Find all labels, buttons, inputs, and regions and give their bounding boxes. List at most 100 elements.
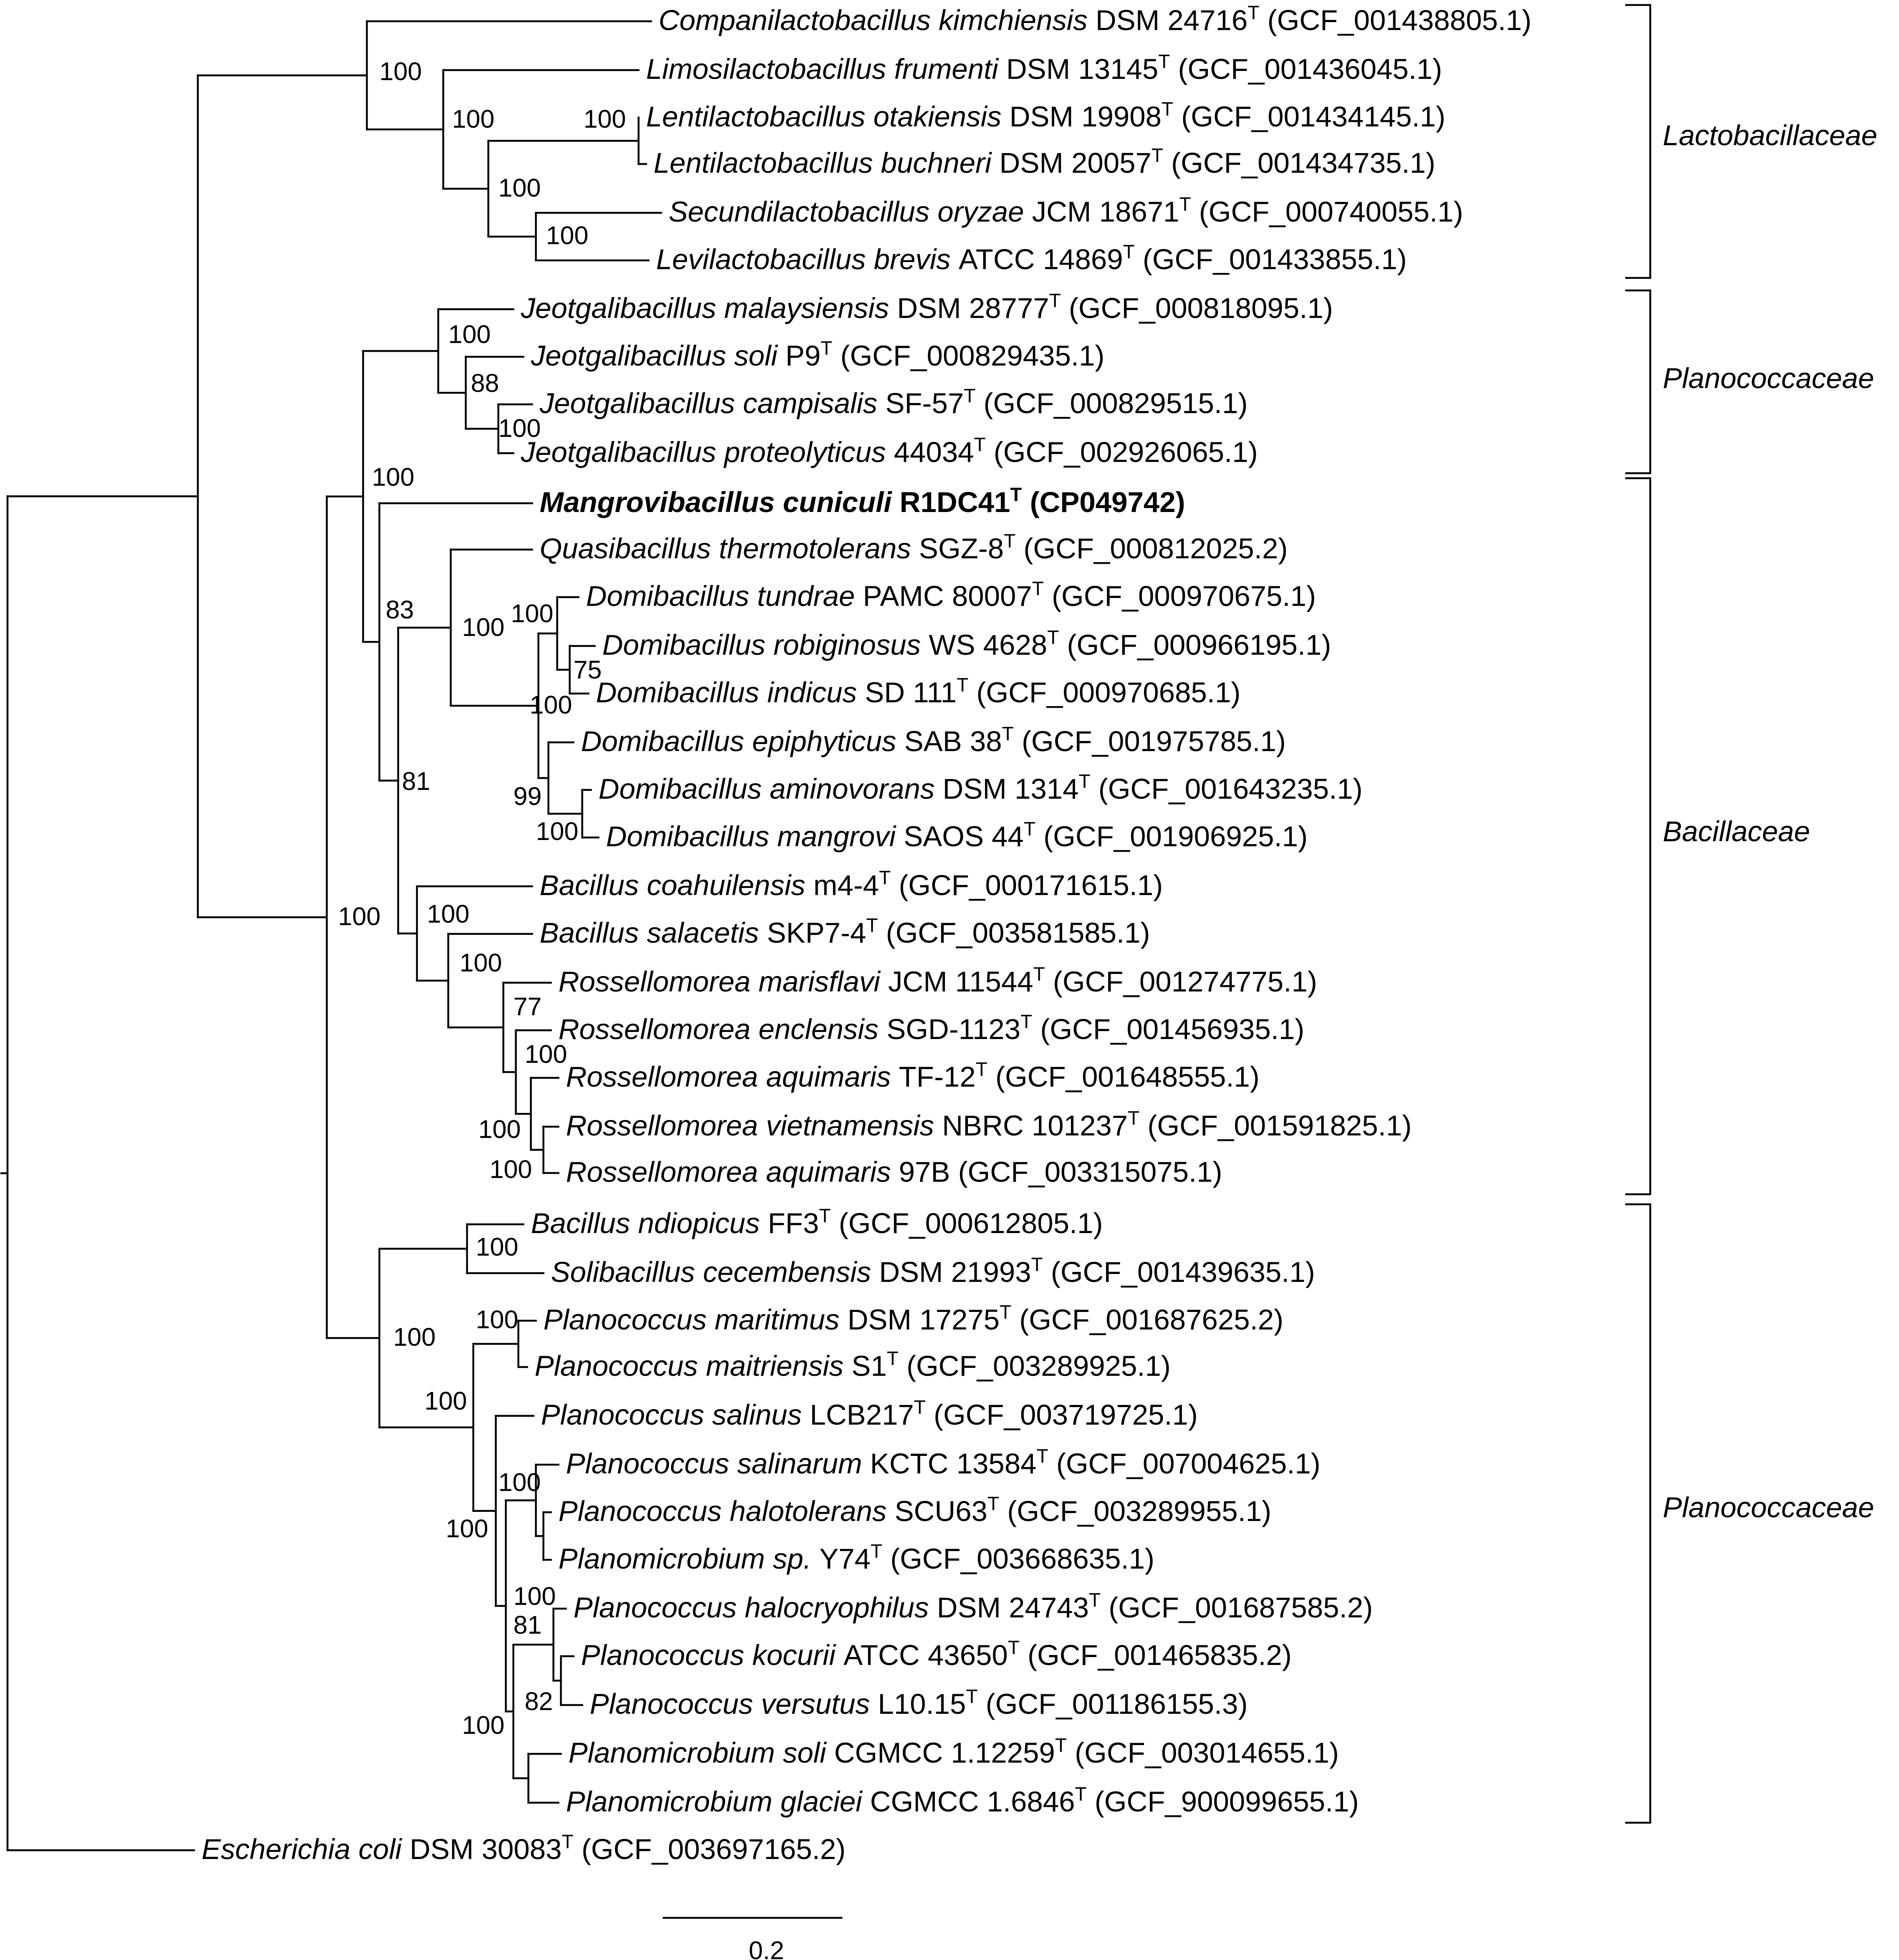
type-strain-mark: T — [1024, 818, 1035, 840]
family-label: Planococcaceae — [1663, 1491, 1874, 1524]
bootstrap-value: 81 — [402, 767, 430, 795]
strain-name: PAMC 80007 — [855, 580, 1032, 612]
taxon-label-jsoli: Jeotgalibacillus soli P9T (GCF_000829435… — [530, 337, 1104, 372]
taxon-label-halotol: Planococcus halotolerans SCU63T (GCF_003… — [558, 1493, 1271, 1527]
bootstrap-value: 100 — [393, 1323, 436, 1351]
bootstrap-value: 99 — [513, 782, 542, 810]
bootstrap-value: 100 — [498, 414, 541, 442]
type-strain-mark: T — [1152, 144, 1163, 166]
strain-name: SCU63 — [886, 1495, 987, 1527]
strain-name: 97B — [891, 1156, 950, 1188]
type-strain-mark: T — [1179, 193, 1191, 215]
type-strain-mark: T — [987, 1493, 999, 1514]
species-name: Rossellomorea vietnamensis — [566, 1110, 934, 1142]
accession: (GCF_000812025.2) — [1015, 532, 1288, 565]
strain-name: LCB217 — [802, 1399, 914, 1431]
taxon-label-y74: Planomicrobium sp. Y74T (GCF_003668635.1… — [558, 1540, 1154, 1575]
accession: (GCF_001456935.1) — [1032, 1013, 1304, 1045]
accession: (GCF_001643235.1) — [1091, 773, 1363, 805]
type-strain-mark: T — [1008, 1637, 1020, 1658]
family-bracket — [1625, 477, 1652, 1196]
accession: (GCF_001465835.2) — [1020, 1639, 1292, 1671]
taxon-label-otakiensis: Lentilactobacillus otakiensis DSM 19908T… — [646, 98, 1445, 133]
family-label: Bacillaceae — [1663, 815, 1810, 848]
accession: (GCF_003719725.1) — [926, 1399, 1198, 1431]
bootstrap-value: 82 — [525, 1687, 553, 1715]
bootstrap-value: 81 — [513, 1611, 542, 1639]
taxon-label-maitri: Planococcus maitriensis S1T (GCF_0032899… — [535, 1347, 1171, 1382]
bootstrap-value: 100 — [536, 817, 578, 845]
type-strain-mark: T — [1247, 2, 1259, 23]
species-name: Domibacillus indicus — [596, 676, 857, 709]
bootstrap-value: 100 — [446, 1514, 488, 1543]
species-name: Planococcus halocryophilus — [573, 1592, 929, 1624]
type-strain-mark: T — [957, 674, 968, 696]
type-strain-mark: T — [1047, 626, 1059, 648]
taxon-label-aquiTF: Rossellomorea aquimaris TF-12T (GCF_0016… — [566, 1058, 1260, 1093]
bootstrap-value: 100 — [379, 57, 422, 86]
accession: (GCF_001274775.1) — [1045, 966, 1317, 998]
strain-name: DSM 30083 — [402, 1833, 562, 1865]
type-strain-mark: T — [1000, 1301, 1011, 1323]
species-name: Domibacillus robiginosus — [602, 629, 921, 661]
accession: (GCF_000970685.1) — [968, 676, 1240, 709]
taxon-label-psalinus: Planococcus salinus LCB217T (GCF_0037197… — [541, 1396, 1198, 1431]
accession: (GCF_001438805.1) — [1259, 4, 1531, 36]
strain-name: ATCC 14869 — [951, 243, 1123, 275]
strain-name: CGMCC 1.6846 — [862, 1786, 1075, 1818]
strain-name: DSM 21993 — [871, 1256, 1031, 1288]
strain-name: DSM 28777 — [889, 292, 1049, 324]
type-strain-mark: T — [562, 1831, 573, 1852]
accession: (GCF_003581585.1) — [878, 917, 1150, 949]
taxon-label-glaciei: Planomicrobium glaciei CGMCC 1.6846T (GC… — [566, 1783, 1359, 1818]
accession: (GCF_001186155.3) — [978, 1688, 1248, 1720]
type-strain-mark: T — [1128, 1107, 1139, 1129]
bootstrap-value: 100 — [498, 1468, 541, 1496]
strain-name: DSM 24743 — [929, 1592, 1089, 1624]
species-name: Planococcus versutus — [590, 1688, 870, 1720]
species-name: Bacillus salacetis — [540, 917, 759, 949]
accession: (GCF_003668635.1) — [882, 1543, 1154, 1575]
bootstrap-value: 100 — [462, 613, 505, 641]
species-name: Escherichia coli — [202, 1833, 402, 1865]
accession: (GCF_003014655.1) — [1067, 1737, 1339, 1769]
species-name: Rossellomorea marisflavi — [558, 966, 881, 998]
taxon-label-pmsoli: Planomicrobium soli CGMCC 1.12259T (GCF_… — [568, 1734, 1339, 1769]
type-strain-mark: T — [887, 1347, 899, 1369]
family-label: Lactobacillaceae — [1663, 119, 1877, 151]
bootstrap-value: 100 — [498, 174, 541, 202]
species-name: Lentilactobacillus otakiensis — [646, 101, 1001, 133]
accession: (GCF_003289925.1) — [899, 1350, 1171, 1382]
bootstrap-value: 77 — [513, 992, 542, 1021]
species-name: Jeotgalibacillus proteolyticus — [520, 436, 886, 468]
bootstrap-value: 100 — [448, 320, 491, 348]
type-strain-mark: T — [964, 385, 975, 406]
bootstrap-value: 100 — [476, 1233, 518, 1261]
type-strain-mark: T — [1032, 578, 1044, 599]
species-name: Quasibacillus thermotolerans — [540, 532, 911, 565]
taxon-label-aqui97: Rossellomorea aquimaris 97B (GCF_0033150… — [566, 1156, 1222, 1188]
strain-name: ATCC 43650 — [836, 1639, 1008, 1671]
bootstrap-value: 100 — [525, 1040, 567, 1068]
strain-name: WS 4628 — [921, 629, 1047, 661]
type-strain-mark: T — [1055, 1734, 1067, 1756]
type-strain-mark: T — [966, 1685, 977, 1707]
type-strain-mark: T — [871, 1540, 882, 1562]
accession: (GCF_000966195.1) — [1059, 629, 1331, 661]
strain-name: DSM 13145 — [998, 53, 1159, 85]
type-strain-mark: T — [1162, 98, 1173, 120]
taxon-label-campisalis: Jeotgalibacillus campisalis SF-57T (GCF_… — [539, 385, 1247, 419]
strain-name: SGD-1123 — [879, 1013, 1020, 1045]
species-name: Planococcus salinarum — [566, 1448, 862, 1480]
strain-name: KCTC 13584 — [862, 1448, 1037, 1480]
accession: (GCF_001439635.1) — [1043, 1256, 1315, 1288]
species-name: Planococcus kocurii — [581, 1639, 836, 1671]
taxon-label-tundrae: Domibacillus tundrae PAMC 80007T (GCF_00… — [586, 578, 1316, 612]
accession: (GCF_003315075.1) — [950, 1156, 1222, 1188]
type-strain-mark: T — [1002, 723, 1014, 744]
taxon-label-kocurii: Planococcus kocurii ATCC 43650T (GCF_001… — [581, 1637, 1292, 1671]
taxon-label-cecemb: Solibacillus cecembensis DSM 21993T (GCF… — [551, 1254, 1315, 1288]
taxon-label-versutus: Planococcus versutus L10.15T (GCF_001186… — [590, 1685, 1247, 1720]
strain-name: SD 111 — [857, 676, 957, 709]
species-name: Domibacillus aminovorans — [598, 773, 934, 805]
